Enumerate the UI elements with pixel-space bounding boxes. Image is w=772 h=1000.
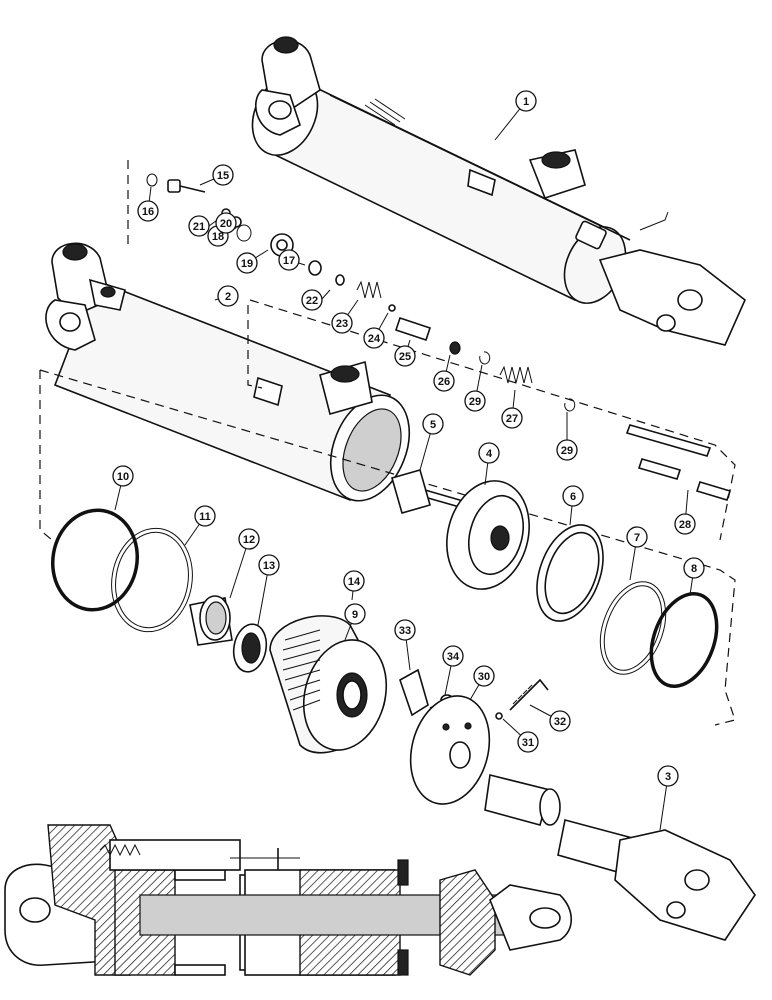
svg-text:9: 9 — [352, 609, 358, 621]
callout-16: 16 — [137, 200, 159, 222]
svg-text:3: 3 — [665, 771, 671, 783]
callout-28: 28 — [674, 513, 696, 535]
svg-text:27: 27 — [506, 413, 518, 425]
svg-text:1: 1 — [523, 96, 529, 108]
callout-1: 1 — [515, 90, 537, 112]
cylinder-barrel — [45, 242, 411, 502]
svg-text:23: 23 — [336, 318, 348, 330]
svg-text:8: 8 — [691, 563, 697, 575]
svg-text:34: 34 — [447, 651, 460, 663]
callout-23: 23 — [331, 312, 353, 334]
callout-9: 9 — [344, 603, 366, 625]
callout-20-final: 20 — [215, 212, 237, 234]
svg-text:32: 32 — [554, 716, 566, 728]
svg-text:29: 29 — [561, 445, 573, 457]
callout-31: 31 — [517, 731, 539, 753]
svg-text:25: 25 — [399, 351, 411, 363]
callout-13: 13 — [258, 554, 280, 576]
callout-14: 14 — [343, 570, 365, 592]
assembly-group-lines — [39, 160, 736, 726]
callout-2: 2 — [217, 285, 239, 307]
svg-text:15: 15 — [217, 170, 229, 182]
svg-text:6: 6 — [570, 491, 576, 503]
callout-26: 26 — [433, 370, 455, 392]
cylinder-cross-section — [4, 824, 573, 976]
svg-text:7: 7 — [634, 532, 640, 544]
callout-27: 27 — [501, 407, 523, 429]
svg-text:10: 10 — [117, 471, 129, 483]
callout-34: 34 — [442, 645, 464, 667]
svg-text:26: 26 — [438, 376, 450, 388]
callout-15: 15 — [212, 164, 234, 186]
svg-text:22: 22 — [306, 295, 318, 307]
callout-4: 4 — [478, 442, 500, 464]
svg-text:11: 11 — [199, 511, 211, 523]
svg-text:28: 28 — [679, 519, 691, 531]
svg-text:24: 24 — [368, 333, 381, 345]
callout-17: 17 — [278, 249, 300, 271]
svg-text:17: 17 — [283, 255, 295, 267]
callout-5: 5 — [422, 413, 444, 435]
svg-text:14: 14 — [348, 576, 361, 588]
callout-6: 6 — [562, 485, 584, 507]
callout-29-upper: 29 — [464, 390, 486, 412]
svg-text:18: 18 — [212, 231, 224, 243]
callout-30: 30 — [473, 665, 495, 687]
svg-text:20: 20 — [220, 218, 232, 230]
assembled-cylinder-top — [251, 36, 746, 346]
callout-11: 11 — [194, 505, 216, 527]
svg-text:13: 13 — [263, 560, 275, 572]
callout-19: 19 — [236, 252, 258, 274]
svg-text:33: 33 — [399, 625, 411, 637]
callout-12: 12 — [238, 528, 260, 550]
callout-8: 8 — [683, 557, 705, 579]
callout-29-lower: 29 — [556, 439, 578, 461]
callout-22: 22 — [301, 289, 323, 311]
svg-text:31: 31 — [522, 737, 534, 749]
callout-32: 32 — [549, 710, 571, 732]
svg-text:5: 5 — [430, 419, 436, 431]
svg-text:4: 4 — [486, 448, 493, 460]
svg-text:30: 30 — [478, 671, 490, 683]
svg-text:16: 16 — [142, 206, 154, 218]
svg-text:2: 2 — [225, 291, 231, 303]
svg-text:29: 29 — [469, 396, 481, 408]
callout-bubbles: 1 2 3 4 5 6 7 8 9 10 11 12 13 14 15 16 1… — [112, 90, 705, 787]
callout-10: 10 — [112, 465, 134, 487]
callout-3: 3 — [657, 765, 679, 787]
callout-24: 24 — [363, 327, 385, 349]
callout-7: 7 — [626, 526, 648, 548]
svg-text:12: 12 — [243, 534, 255, 546]
callout-25: 25 — [394, 345, 416, 367]
callout-21: 21 — [188, 215, 210, 237]
svg-text:21: 21 — [193, 221, 205, 233]
svg-text:19: 19 — [241, 258, 253, 270]
callout-33: 33 — [394, 619, 416, 641]
